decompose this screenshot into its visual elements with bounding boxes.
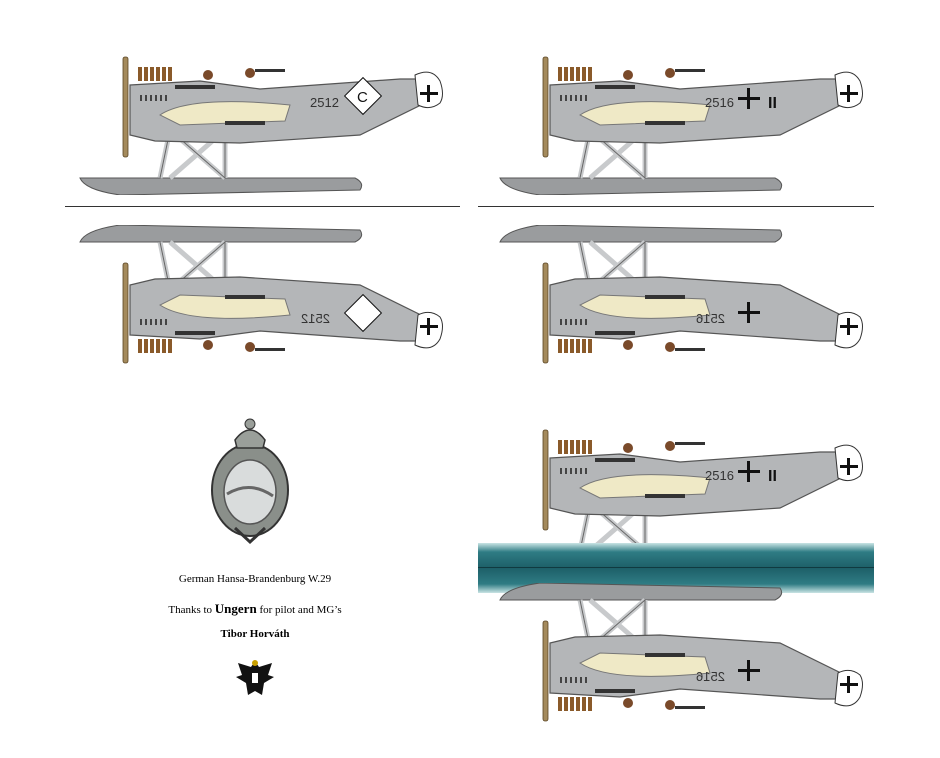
unit-marking: II (768, 468, 777, 485)
credits-author: Tibor Horváth (220, 628, 290, 640)
plane-side-view-1: 2512 C (60, 45, 480, 195)
fuselage-cross-icon (738, 88, 760, 109)
plane-mirror-view-1: 2512 (60, 225, 480, 375)
serial-number: 2516 (696, 311, 725, 326)
water-line (478, 567, 874, 568)
pilot-badge-icon (211, 418, 289, 545)
credits-thanks: Thanks to Ungern for pilot and MG’s (168, 601, 342, 616)
fuselage-cross-icon (738, 461, 760, 482)
fuselage-cross-icon (738, 660, 760, 681)
svg-text:C: C (357, 89, 368, 106)
plane-reflection-view: 2516 (480, 583, 900, 733)
prussian-eagle-icon (236, 660, 274, 695)
divider-right (478, 206, 874, 207)
plane-side-view-3: 2516 II (480, 418, 900, 568)
divider-left (65, 206, 460, 207)
serial-number: 2512 (301, 311, 330, 326)
serial-number: 2516 (696, 669, 725, 684)
unit-marking: C (343, 76, 383, 116)
serial-number: 2516 (705, 468, 734, 483)
unit-marking (343, 293, 383, 333)
serial-number: 2512 (310, 95, 339, 110)
unit-marking: II (768, 95, 777, 112)
credits-title: German Hansa-Brandenburg W.29 (178, 573, 332, 585)
plane-mirror-view-2: 2516 (480, 225, 900, 375)
serial-number: 2516 (705, 95, 734, 110)
fuselage-cross-icon (738, 302, 760, 323)
plane-side-view-2: 2516 II (480, 45, 900, 195)
